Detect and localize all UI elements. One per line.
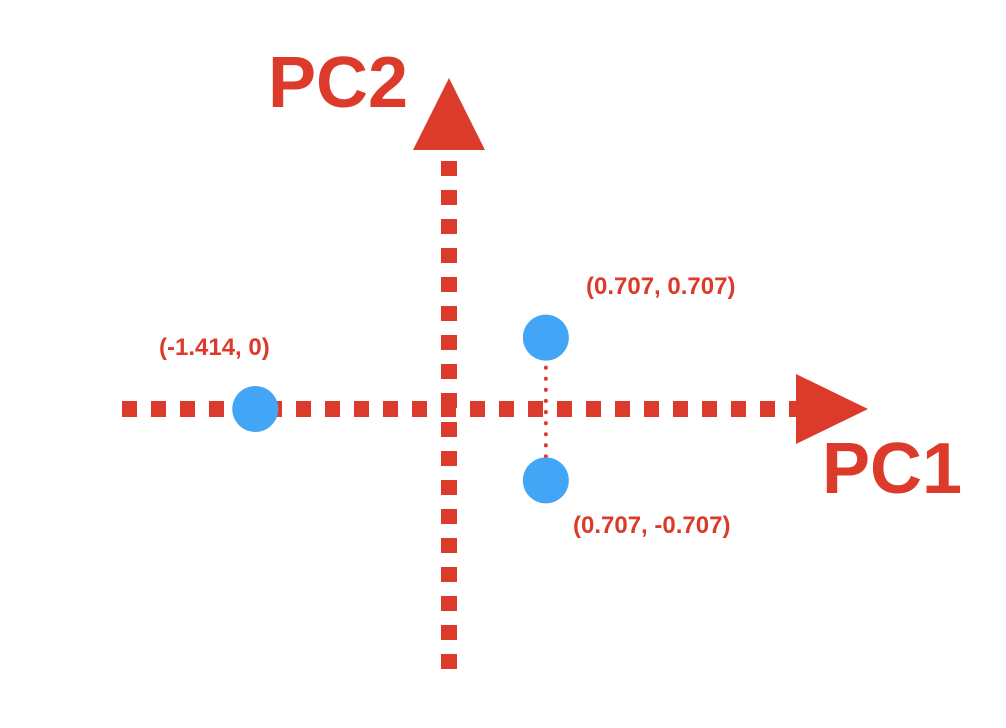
pc2-arrowhead-icon <box>413 78 485 150</box>
pc1-arrowhead-icon <box>796 374 868 444</box>
data-point-b <box>522 314 569 361</box>
point-b-label: (0.707, 0.707) <box>586 273 735 300</box>
point-a-label: (-1.414, 0) <box>159 334 270 361</box>
data-point-c <box>522 457 569 504</box>
pc2-axis-title: PC2 <box>268 43 408 123</box>
data-point-a <box>232 386 279 432</box>
pc1-axis-title: PC1 <box>822 429 962 509</box>
point-c-label: (0.707, -0.707) <box>573 512 730 539</box>
